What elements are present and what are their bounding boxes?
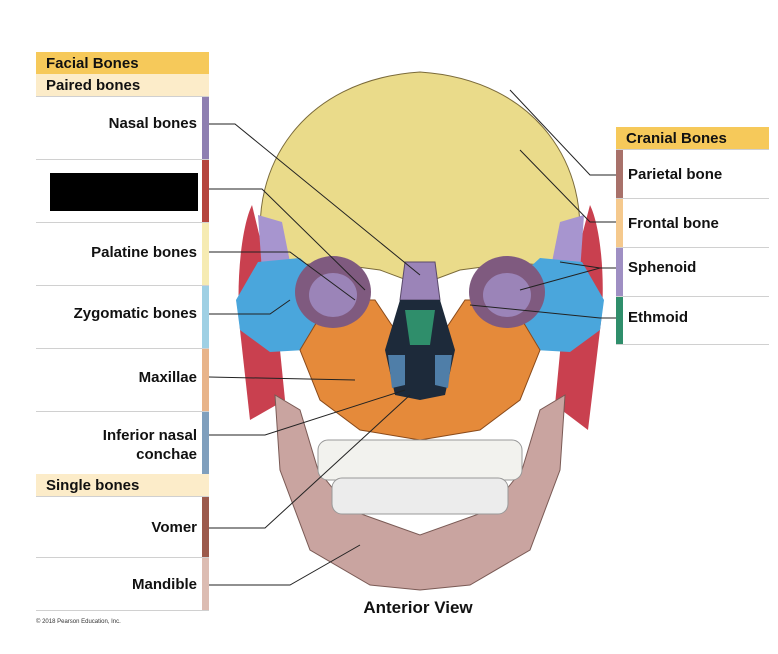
cranial-label-parietal: Parietal bone — [628, 165, 722, 184]
color-bar-ethmoid — [616, 297, 623, 344]
cranial-bones-header-label: Cranial Bones — [626, 130, 727, 147]
cranial-row-frontal: Frontal bone — [616, 198, 769, 247]
facial-label-zygomatic: Zygomatic bones — [74, 304, 197, 323]
facial-row-nasal: Nasal bones — [36, 96, 209, 159]
color-bar-sphenoid — [616, 248, 623, 296]
facial-row-zygomatic: Zygomatic bones — [36, 285, 209, 348]
color-bar-nasal — [202, 97, 209, 159]
facial-label-conchae: Inferior nasal conchae — [103, 426, 197, 464]
nasal-bone-shape — [400, 262, 440, 300]
color-bar-vomer — [202, 497, 209, 557]
color-bar-mandible — [202, 558, 209, 610]
cranial-label-frontal: Frontal bone — [628, 214, 719, 233]
copyright-notice: © 2018 Pearson Education, Inc. — [36, 619, 121, 625]
facial-row-mandible: Mandible — [36, 557, 209, 611]
upper-teeth — [318, 440, 522, 480]
facial-label-mandible: Mandible — [132, 575, 197, 594]
cranial-label-sphenoid: Sphenoid — [628, 258, 696, 277]
cranial-bones-header: Cranial Bones — [616, 127, 769, 149]
facial-row-vomer: Vomer — [36, 496, 209, 557]
lower-teeth — [332, 478, 508, 514]
figure-caption: Anterior View — [300, 598, 536, 618]
facial-bones-header: Facial Bones — [36, 52, 209, 74]
facial-label-maxillae: Maxillae — [139, 368, 197, 387]
facial-bones-header-label: Facial Bones — [46, 55, 139, 72]
paired-bones-header: Paired bones — [36, 74, 209, 96]
single-bones-header-label: Single bones — [46, 477, 139, 494]
single-bones-header: Single bones — [36, 474, 209, 496]
color-bar-conchae — [202, 412, 209, 474]
cranial-label-ethmoid: Ethmoid — [628, 308, 688, 327]
cranial-row-ethmoid: Ethmoid — [616, 296, 769, 345]
facial-label-nasal: Nasal bones — [109, 114, 197, 133]
color-bar-palatine — [202, 223, 209, 285]
ethmoid-shape — [405, 310, 435, 345]
cranial-row-parietal: Parietal bone — [616, 149, 769, 198]
frontal-bone-shape — [260, 72, 579, 285]
facial-row-palatine: Palatine bones — [36, 222, 209, 285]
paired-bones-header-label: Paired bones — [46, 77, 140, 94]
facial-label-palatine: Palatine bones — [91, 243, 197, 262]
color-bar-frontal — [616, 199, 623, 247]
left-orbit-inner — [309, 273, 357, 317]
redaction-box — [50, 173, 198, 211]
facial-label-vomer: Vomer — [151, 518, 197, 537]
color-bar-parietal — [616, 150, 623, 198]
cranial-row-sphenoid: Sphenoid — [616, 247, 769, 296]
color-bar-zygomatic — [202, 286, 209, 348]
facial-row-maxillae: Maxillae — [36, 348, 209, 411]
color-bar-redacted — [202, 160, 209, 222]
facial-row-conchae: Inferior nasal conchae — [36, 411, 209, 474]
color-bar-maxillae — [202, 349, 209, 411]
